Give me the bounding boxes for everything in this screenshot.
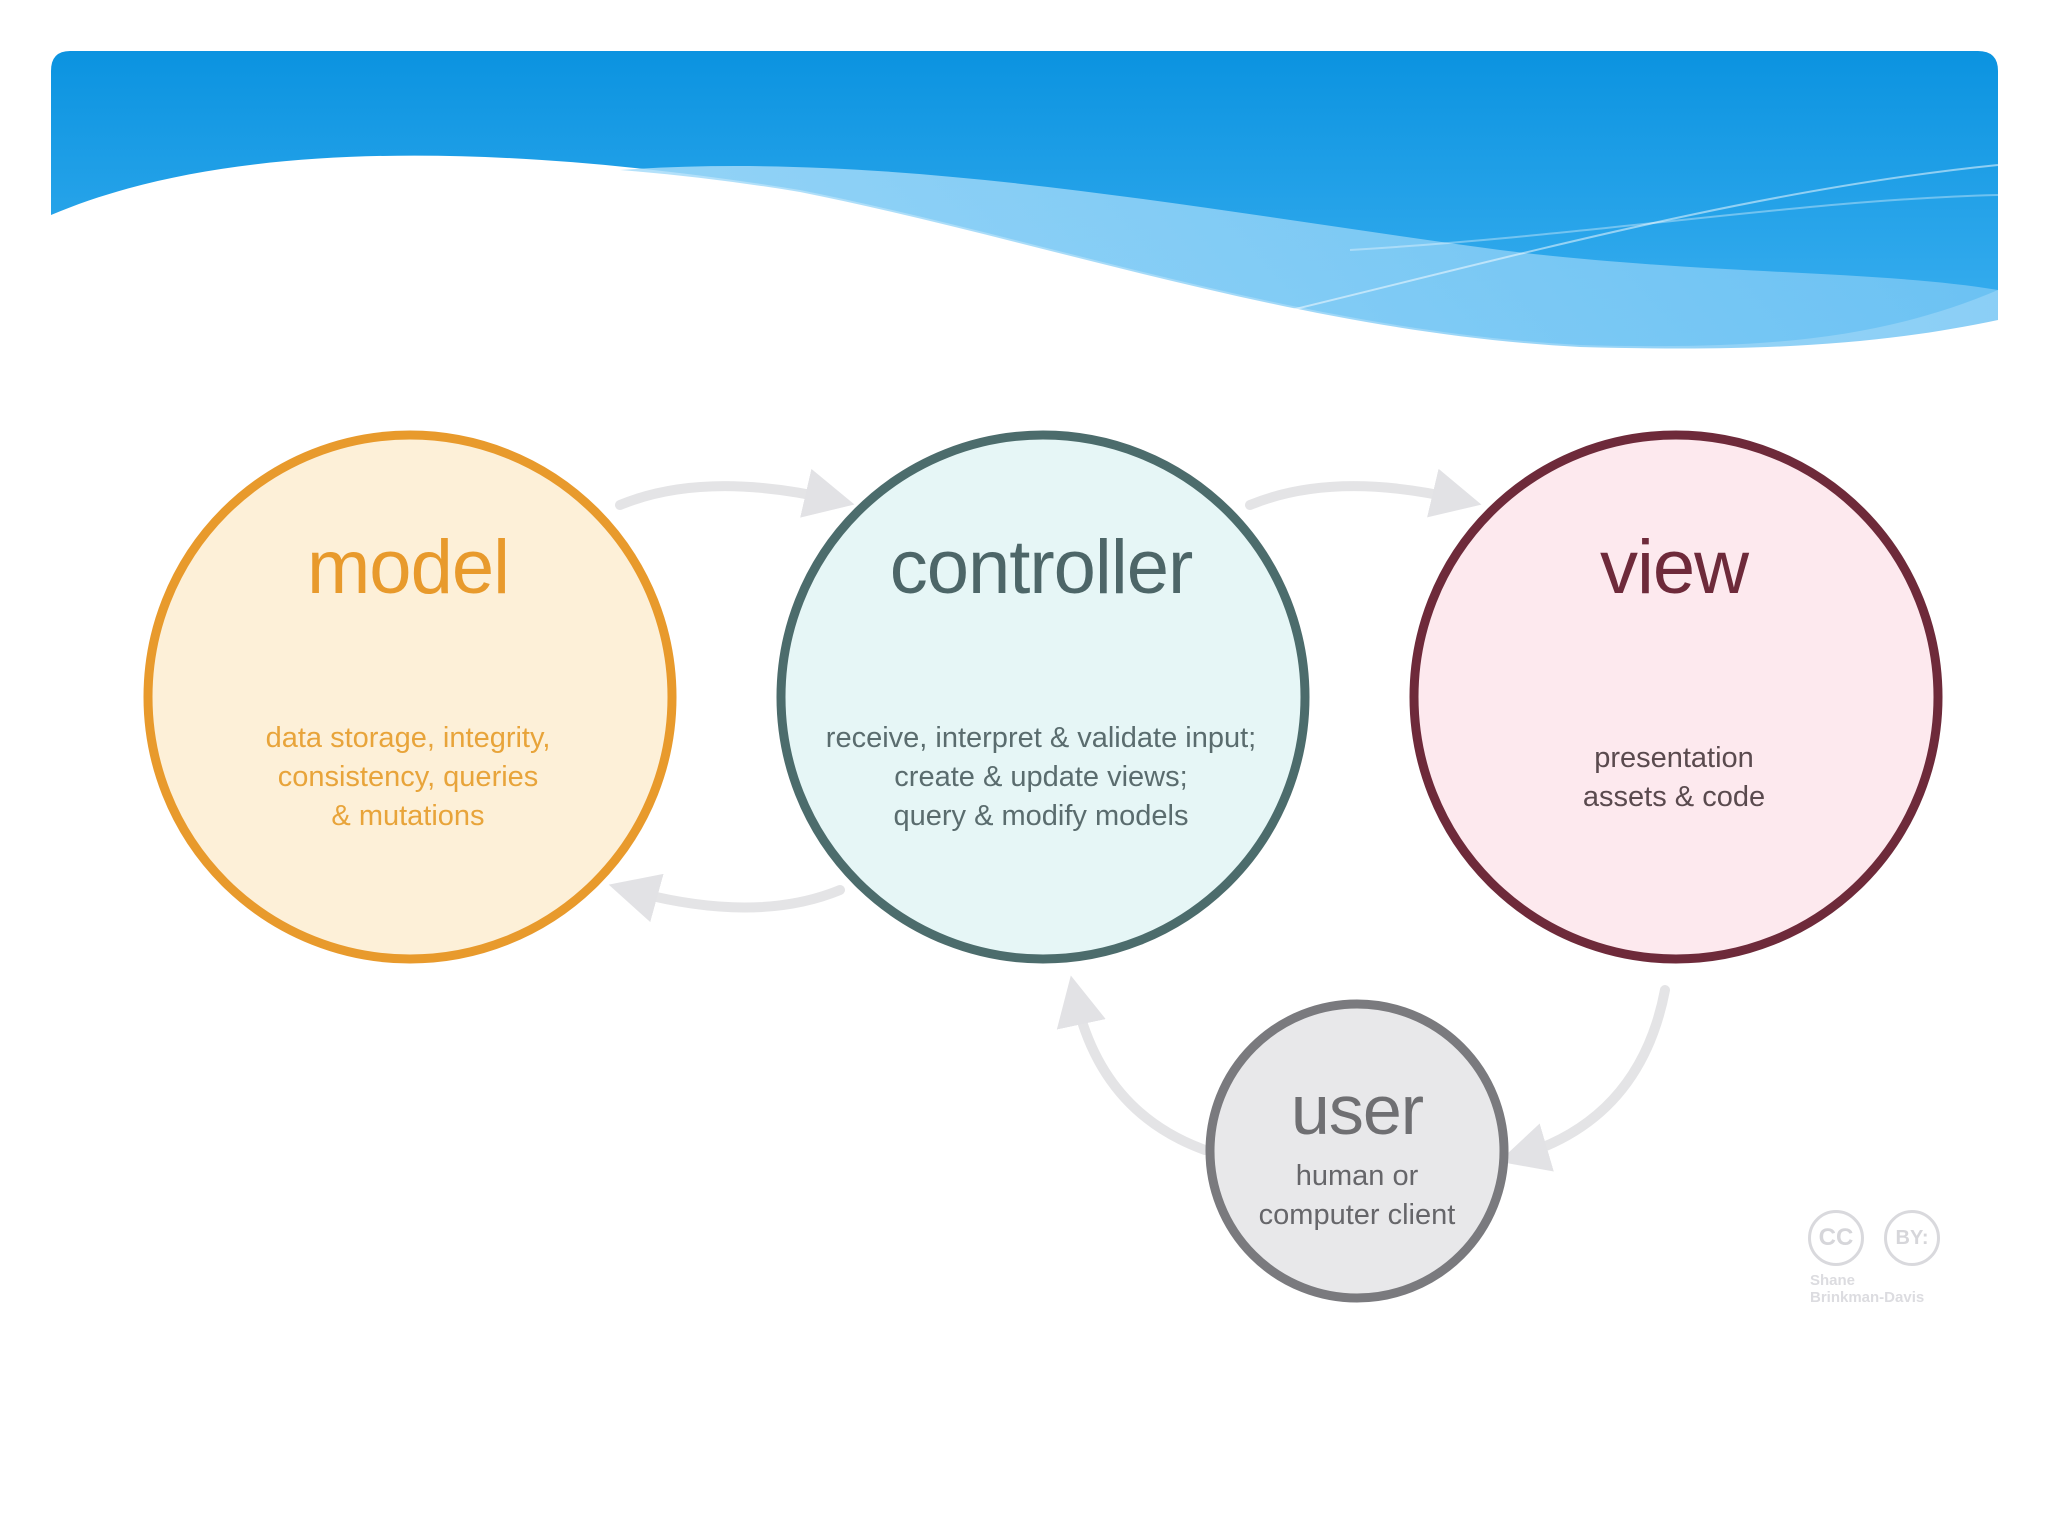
controller-description: receive, interpret & validate input; cre… bbox=[781, 719, 1301, 836]
view-title: view bbox=[1599, 525, 1749, 610]
view-description-line: assets & code bbox=[1582, 781, 1766, 813]
model-description-line: & mutations bbox=[331, 800, 485, 832]
view-description-line: presentation bbox=[1594, 742, 1754, 774]
cc-icon: CC bbox=[1808, 1210, 1864, 1266]
controller-circle bbox=[776, 430, 1310, 964]
credit-line: Shane bbox=[1810, 1272, 1856, 1289]
license-badge: CC BY: Shane Brinkman-Davis bbox=[1808, 1210, 1948, 1320]
model-title: model bbox=[307, 525, 510, 610]
arrow-model-to-controller bbox=[615, 468, 855, 518]
controller-description-line: create & update views; bbox=[894, 761, 1188, 793]
arrow-controller-to-view bbox=[1245, 468, 1482, 518]
user-description: human or computer client bbox=[1097, 1157, 1617, 1235]
controller-description-line: query & modify models bbox=[893, 800, 1189, 832]
user-description-line: computer client bbox=[1258, 1199, 1456, 1231]
controller-title: controller bbox=[889, 525, 1194, 610]
header-wave bbox=[620, 166, 1998, 349]
controller-description-line: receive, interpret & validate input; bbox=[825, 722, 1257, 754]
credit-line: Brinkman-Davis bbox=[1810, 1289, 1925, 1306]
by-icon: BY: bbox=[1884, 1210, 1940, 1266]
user-title: user bbox=[1290, 1071, 1424, 1149]
arrow-controller-to-model bbox=[608, 873, 845, 923]
header-wave-line-2 bbox=[1349, 194, 1999, 251]
view-description: presentation assets & code bbox=[1414, 739, 1934, 817]
view-circle bbox=[1409, 430, 1943, 964]
license-credit: Shane Brinkman-Davis bbox=[1810, 1272, 1950, 1306]
user-circle bbox=[1205, 999, 1509, 1303]
model-description-line: data storage, integrity, bbox=[265, 722, 551, 754]
arrow-user-to-controller bbox=[1056, 975, 1210, 1155]
model-description-line: consistency, queries bbox=[277, 761, 539, 793]
model-circle bbox=[143, 430, 677, 964]
model-description: data storage, integrity, consistency, qu… bbox=[148, 719, 668, 836]
header-wave-line bbox=[1249, 164, 1999, 321]
arrow-view-to-user bbox=[1498, 985, 1670, 1172]
user-description-line: human or bbox=[1295, 1160, 1419, 1192]
